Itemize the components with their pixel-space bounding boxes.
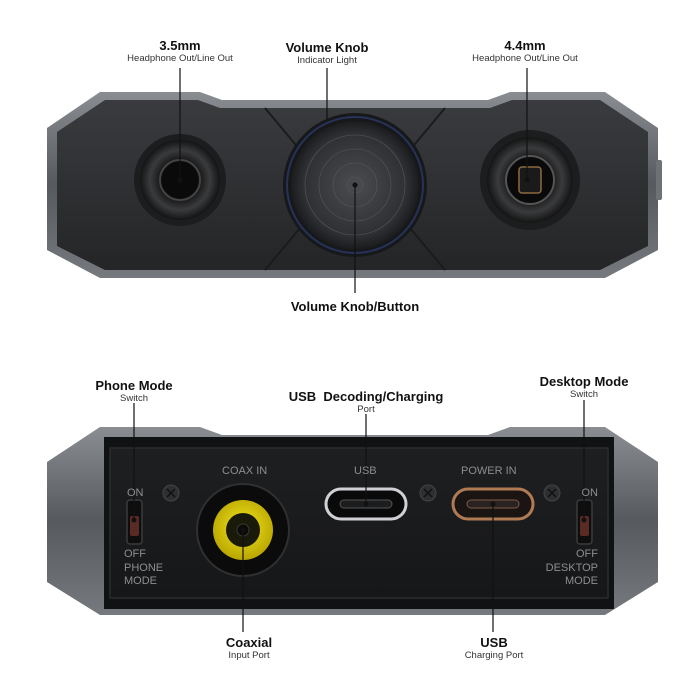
callout-subtitle: Indicator Light: [297, 55, 357, 66]
callout-subtitle: Port: [357, 404, 375, 415]
phone-on-label: ON: [127, 487, 144, 499]
screw-icon: [162, 484, 180, 502]
phone-off-label: OFF: [124, 548, 146, 560]
desktop-off-label: OFF: [576, 548, 598, 560]
desktop-mode-label-2: MODE: [565, 575, 598, 587]
phone-mode-label-2: MODE: [124, 575, 157, 587]
callout-coaxial: Coaxial Input Port: [226, 635, 272, 661]
callout-desktop-mode: Desktop Mode Switch: [540, 374, 629, 400]
callout-subtitle: Input Port: [228, 650, 270, 661]
screw-icon: [543, 484, 561, 502]
callout-subtitle: Charging Port: [464, 650, 524, 661]
coax-in-label: COAX IN: [222, 465, 268, 477]
callout-volume-knob-button: Volume Knob/Button: [291, 299, 419, 314]
desktop-mode-label-1: DESKTOP: [545, 562, 598, 574]
callout-title: Volume Knob/Button: [290, 299, 420, 314]
jack-4-4mm[interactable]: [480, 130, 580, 230]
callout-title: Phone Mode: [95, 378, 173, 393]
callout-4-4mm: 4.4mm Headphone Out/Line Out: [472, 38, 578, 64]
callout-subtitle: Headphone Out/Line Out: [472, 53, 578, 64]
callout-title: 3.5mm: [159, 38, 201, 53]
callout-title: USB Decoding/Charging: [288, 389, 444, 404]
bottom-callout-lines: [133, 400, 585, 632]
phone-mode-label-1: PHONE: [124, 562, 164, 574]
callout-usb-charging: USB Charging Port: [465, 635, 524, 661]
power-in-label: POWER IN: [461, 465, 517, 477]
callout-subtitle: Switch: [120, 393, 148, 404]
callout-title: USB: [480, 635, 508, 650]
callout-title: 4.4mm: [504, 38, 546, 53]
side-button[interactable]: [656, 160, 662, 200]
callout-title: Desktop Mode: [539, 374, 629, 389]
desktop-on-label: ON: [581, 487, 599, 499]
callout-title: Coaxial: [225, 635, 273, 650]
callout-subtitle: Headphone Out/Line Out: [127, 53, 233, 64]
callout-usb-decoding: USB Decoding/Charging Port: [289, 389, 444, 415]
usb-label: USB: [354, 465, 377, 477]
callout-3-5mm: 3.5mm Headphone Out/Line Out: [127, 38, 233, 64]
top-callout-lines: [179, 68, 528, 293]
callout-title: Volume Knob: [285, 40, 369, 55]
screw-icon: [419, 484, 437, 502]
callout-volume-knob-light: Volume Knob Indicator Light: [286, 40, 369, 66]
callout-subtitle: Switch: [570, 389, 598, 400]
callout-phone-mode: Phone Mode Switch: [95, 378, 172, 404]
bottom-device: [47, 427, 658, 615]
